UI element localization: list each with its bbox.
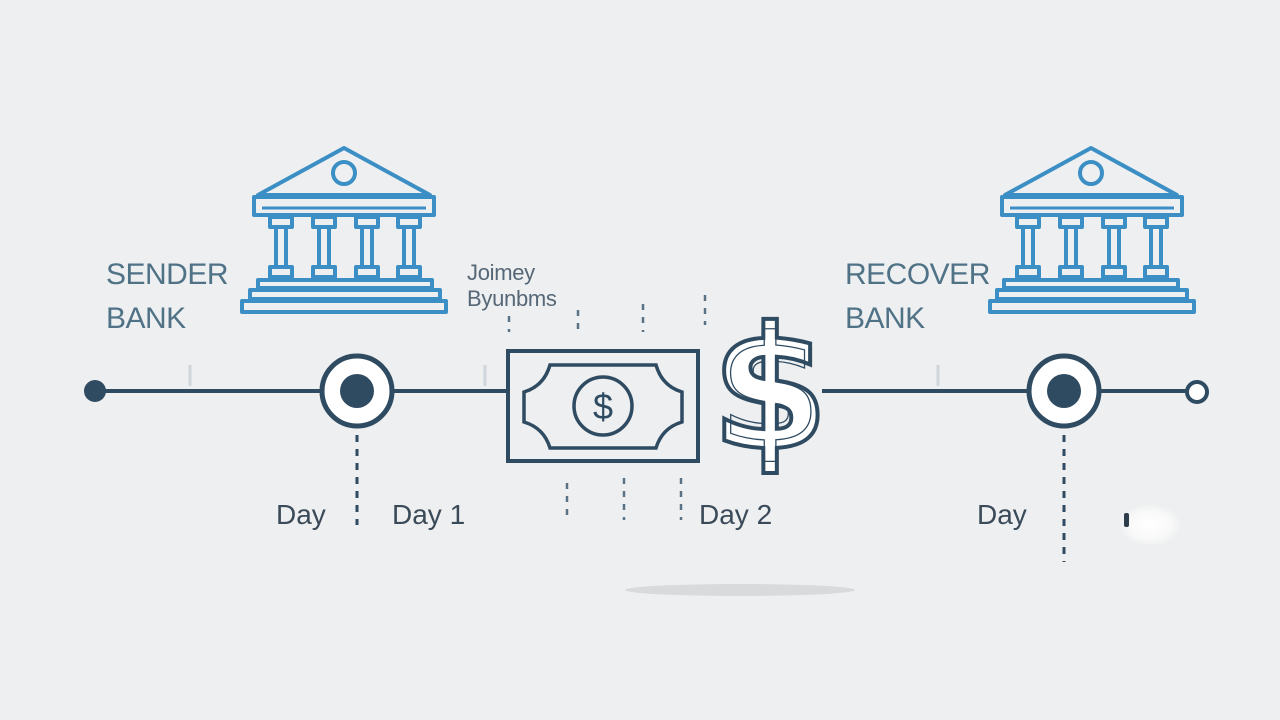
receiver-bank-icon xyxy=(988,146,1196,314)
day-label-1: Day 1 xyxy=(392,499,466,530)
day-label-2: Day 2 xyxy=(699,499,773,530)
sender-label-line2: BANK xyxy=(106,302,186,335)
caption-line1: Joimey xyxy=(467,260,535,285)
transfer-dash-markers xyxy=(507,295,707,520)
caption-line2: Byunbms xyxy=(467,286,557,311)
sender-label-line1: SENDER xyxy=(106,258,229,291)
journey-caption: Joimey Byunbms xyxy=(467,260,557,312)
day-label-b: Day xyxy=(977,499,1027,530)
svg-text:$: $ xyxy=(719,305,821,475)
receiver-label-line2: BANK xyxy=(845,302,925,335)
stray-mark xyxy=(1124,513,1129,527)
sender-bank-icon xyxy=(240,146,448,314)
timeline-ticks xyxy=(188,365,940,386)
day-label-a: Day xyxy=(276,499,326,530)
milestone-sender xyxy=(319,353,395,525)
sender-bank-label: SENDER BANK xyxy=(106,253,229,341)
svg-text:$: $ xyxy=(593,386,613,427)
smudge-artifact xyxy=(1120,505,1180,545)
banknote-icon: $ xyxy=(506,349,700,463)
receiver-label-line1: RECOVER xyxy=(845,258,990,291)
timeline-end-dot xyxy=(1185,380,1209,404)
svg-text:$: $ xyxy=(711,291,829,489)
receiver-bank-label: RECOVER BANK xyxy=(845,253,990,341)
shadow xyxy=(625,584,855,596)
milestone-receiver xyxy=(1026,353,1102,562)
timeline-start-dot xyxy=(84,380,106,402)
dollar-sign-icon: $ $ xyxy=(709,289,831,491)
